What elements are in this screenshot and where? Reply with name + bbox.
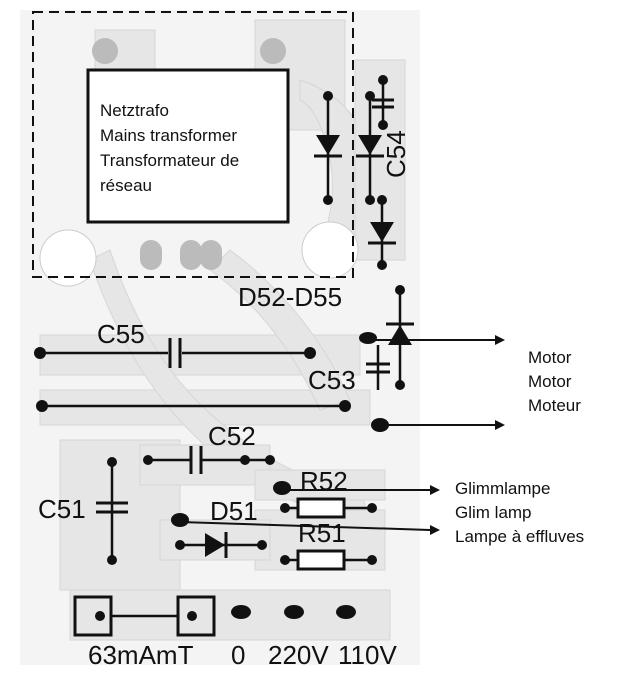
label-glim-en: Glim lamp (455, 503, 532, 522)
label-0: 0 (231, 640, 245, 670)
label-c53: C53 (308, 365, 356, 395)
capacitor-c55 (34, 338, 316, 368)
label-c52: C52 (208, 421, 256, 451)
capacitor-c52 (143, 446, 275, 474)
resistor-r52 (273, 481, 377, 519)
capacitor-c54 (372, 75, 394, 130)
label-motor-fr: Moteur (528, 396, 581, 415)
label-glim-de: Glimmlampe (455, 479, 550, 498)
label-c55: C55 (97, 319, 145, 349)
transformer-label-box (86, 68, 290, 224)
transformer-pins (92, 38, 286, 270)
label-motor-de: Motor (528, 348, 572, 367)
diode-d51 (171, 513, 267, 558)
mounting-holes (39, 221, 359, 287)
label-d52-d55: D52-D55 (238, 282, 342, 312)
glim-lamp-arrows (179, 485, 440, 535)
label-c51: C51 (38, 494, 86, 524)
copper-tracks (39, 19, 406, 641)
label-d51: D51 (210, 496, 258, 526)
label-r52: R52 (300, 466, 348, 496)
motor-arrows (365, 335, 505, 432)
transformer-label-en: Mains transformer (100, 126, 237, 145)
label-glim-fr: Lampe à effluves (455, 527, 584, 546)
wire-lower (36, 400, 351, 412)
fuse-holder (73, 595, 216, 637)
transformer-label-fr2: réseau (100, 176, 152, 195)
label-r51: R51 (298, 518, 346, 548)
label-110v: 110V (338, 640, 397, 670)
capacitor-c51 (96, 457, 128, 565)
label-c54: C54 (381, 130, 411, 178)
resistor-r51 (280, 549, 377, 571)
terminal-pads (231, 605, 356, 619)
label-motor-en: Motor (528, 372, 572, 391)
transformer-label-fr: Transformateur de (100, 151, 239, 170)
transformer-dashed-outline (32, 11, 354, 278)
transformer-label-de: Netztrafo (100, 101, 169, 120)
label-220v: 220V (268, 640, 329, 670)
label-fuse: 63mAmT (88, 640, 194, 670)
